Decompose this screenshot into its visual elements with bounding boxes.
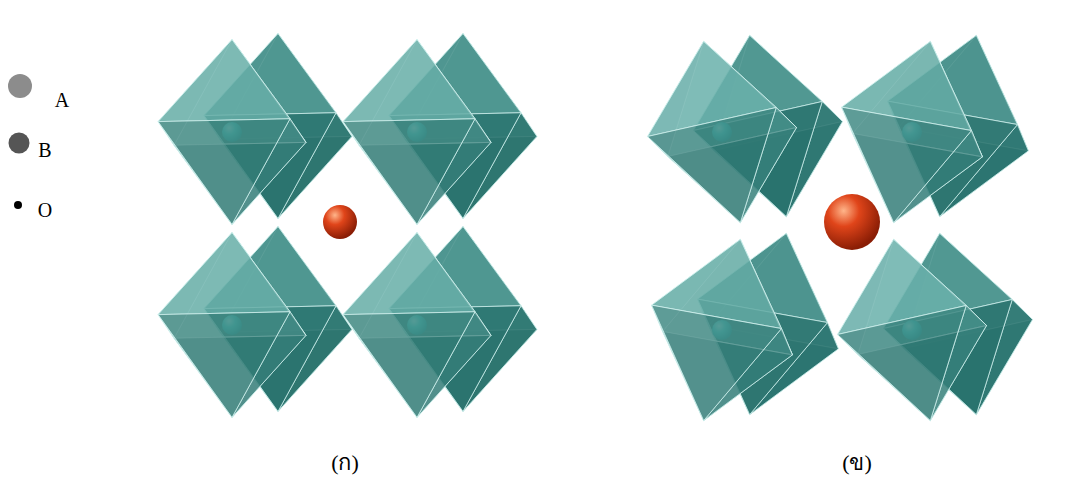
atom-a-symbol bbox=[8, 74, 32, 98]
octahedron-face bbox=[158, 40, 290, 122]
octahedron-face bbox=[343, 233, 475, 315]
octahedra bbox=[158, 34, 1032, 421]
octahedron bbox=[842, 41, 983, 222]
atom-b-symbol bbox=[9, 133, 30, 154]
legend-text: A bbox=[55, 89, 69, 112]
legend-symbols bbox=[8, 74, 32, 209]
octahedron bbox=[158, 40, 306, 225]
octahedron bbox=[837, 239, 986, 420]
legend-text: B bbox=[38, 139, 51, 162]
panel-label: (ข) bbox=[842, 445, 872, 479]
octahedron bbox=[652, 239, 793, 420]
octahedron-face bbox=[158, 233, 290, 315]
octahedron bbox=[343, 40, 491, 225]
atom-a bbox=[824, 194, 880, 250]
octahedron-face bbox=[343, 40, 475, 122]
octahedron-face bbox=[837, 305, 966, 420]
octahedron-face bbox=[647, 107, 776, 222]
octahedron-face bbox=[158, 119, 290, 225]
atom-o-symbol bbox=[14, 201, 22, 209]
octahedron-face bbox=[343, 119, 475, 225]
legend-text: O bbox=[38, 199, 52, 222]
atom-a bbox=[323, 205, 357, 239]
octahedron-face bbox=[158, 312, 290, 418]
octahedron bbox=[158, 233, 306, 418]
panel-label: (ก) bbox=[331, 445, 359, 479]
octahedron-face bbox=[652, 305, 782, 421]
octahedron bbox=[647, 41, 796, 222]
octahedron bbox=[343, 233, 491, 418]
octahedron-face bbox=[842, 107, 972, 223]
octahedron-face bbox=[343, 312, 475, 418]
